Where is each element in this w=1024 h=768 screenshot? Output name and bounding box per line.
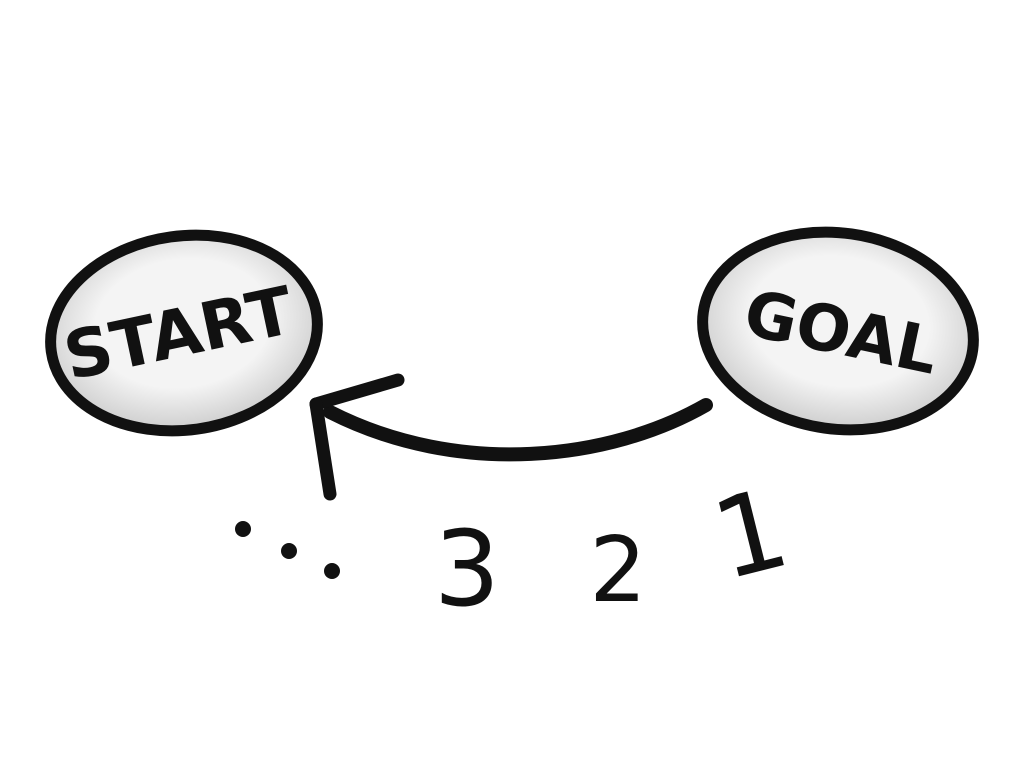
start-node: START: [45, 229, 323, 437]
ellipsis-dot: [281, 543, 297, 559]
goal-to-start-arrow: [309, 373, 713, 501]
ellipsis-dot: [324, 563, 340, 579]
countdown-number-1: 1: [701, 464, 800, 605]
arrow-shaft: [323, 398, 713, 462]
ellipsis-dots: [235, 521, 340, 579]
goal-node-oval: [697, 226, 979, 436]
ellipsis-dot: [235, 521, 251, 537]
goal-node: GOAL: [697, 226, 979, 436]
countdown-sequence: 3 2 1: [235, 464, 800, 630]
start-node-oval: [45, 229, 323, 437]
countdown-number-3: 3: [434, 508, 500, 630]
arrow-head-lower: [309, 397, 337, 501]
arrow-head-upper: [309, 373, 405, 411]
countdown-number-2: 2: [589, 518, 646, 623]
